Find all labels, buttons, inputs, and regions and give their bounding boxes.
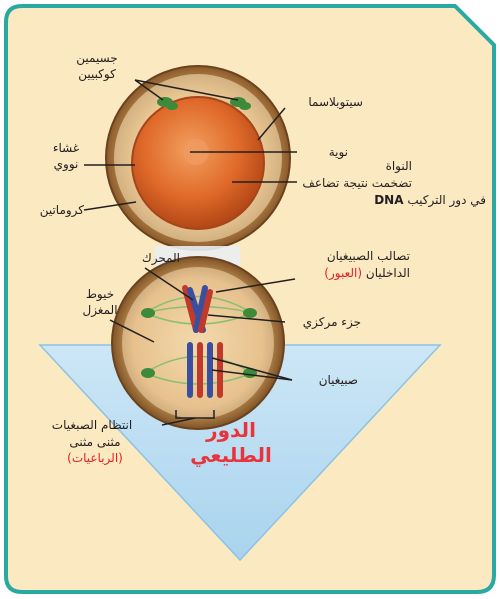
label-arrangement-1: انتظام الصبغيات bbox=[24, 417, 160, 433]
label-nucleus-desc-2: في دور التركيب DNA bbox=[300, 192, 486, 208]
phase-title-1: الدور bbox=[186, 418, 276, 442]
label-cytoplasm: سيتوبلاسما bbox=[283, 94, 363, 110]
label-intersection-2: الداخليان (العبور) bbox=[296, 265, 410, 281]
label-nucleolus: نوية bbox=[296, 144, 348, 160]
label-nucleus-dna: DNA bbox=[374, 193, 403, 207]
label-nucleus-title: النواة bbox=[360, 158, 412, 174]
label-nucleus-desc-2-rest: في دور التركيب bbox=[407, 193, 486, 207]
label-chromatids: صبيغيان bbox=[288, 372, 358, 388]
label-spindle-threads: خيوط المغزل bbox=[72, 286, 128, 318]
label-nucleus-desc-1: تضخمت نتيجة تضاعف bbox=[300, 175, 412, 191]
label-nuclear-membrane: غشاء نووي bbox=[40, 140, 92, 172]
phase-title-2: الطليعي bbox=[176, 443, 286, 467]
label-arrangement-red: (الرباعيات) bbox=[40, 450, 150, 466]
label-arrangement-2: مثنى مثنى bbox=[40, 434, 150, 450]
label-intersection-1: تصالب الصبيغيان bbox=[296, 248, 410, 264]
label-spindle-center: المحرك bbox=[130, 250, 180, 266]
interphase-cell bbox=[106, 66, 290, 250]
label-centromere: جزء مركزي bbox=[285, 314, 361, 330]
label-intersection-red: (العبور) bbox=[324, 266, 362, 280]
label-centrioles: جسيمين كوكبيين bbox=[62, 50, 132, 82]
prophase-cell bbox=[112, 257, 284, 429]
label-intersection-2-text: الداخليان bbox=[366, 266, 410, 280]
label-chromatin: كروماتين bbox=[22, 202, 84, 218]
